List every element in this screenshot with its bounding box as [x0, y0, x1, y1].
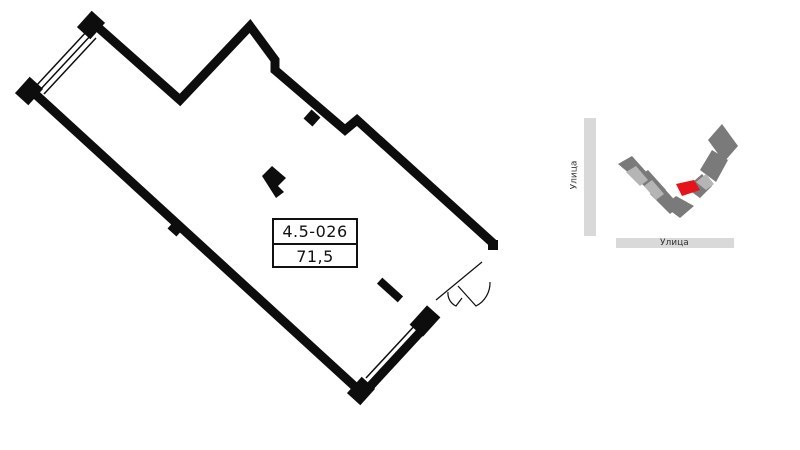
- street-label-vertical-wrap: Улица: [569, 118, 596, 238]
- street-vertical: [584, 118, 596, 236]
- unit-area: 71,5: [296, 247, 334, 266]
- keyplan-highlight: [676, 180, 700, 196]
- door: [435, 240, 498, 307]
- column-l-shape: [262, 166, 286, 198]
- column-bar: [376, 277, 404, 303]
- window-top-left: [14, 10, 106, 106]
- columns: [167, 109, 404, 303]
- walls: [29, 18, 499, 401]
- unit-number: 4.5-026: [274, 220, 356, 245]
- keyplan-buildings-light: [626, 166, 714, 200]
- street-label-horizontal: Улица: [660, 238, 689, 248]
- street-horizontal: [616, 238, 734, 248]
- column: [303, 109, 321, 127]
- unit-label: 4.5-026 71,5: [272, 218, 358, 268]
- column: [167, 219, 185, 237]
- wall-outline: [89, 18, 499, 249]
- street-label-vertical: Улица: [569, 160, 580, 190]
- window-bottom-right: [346, 305, 441, 406]
